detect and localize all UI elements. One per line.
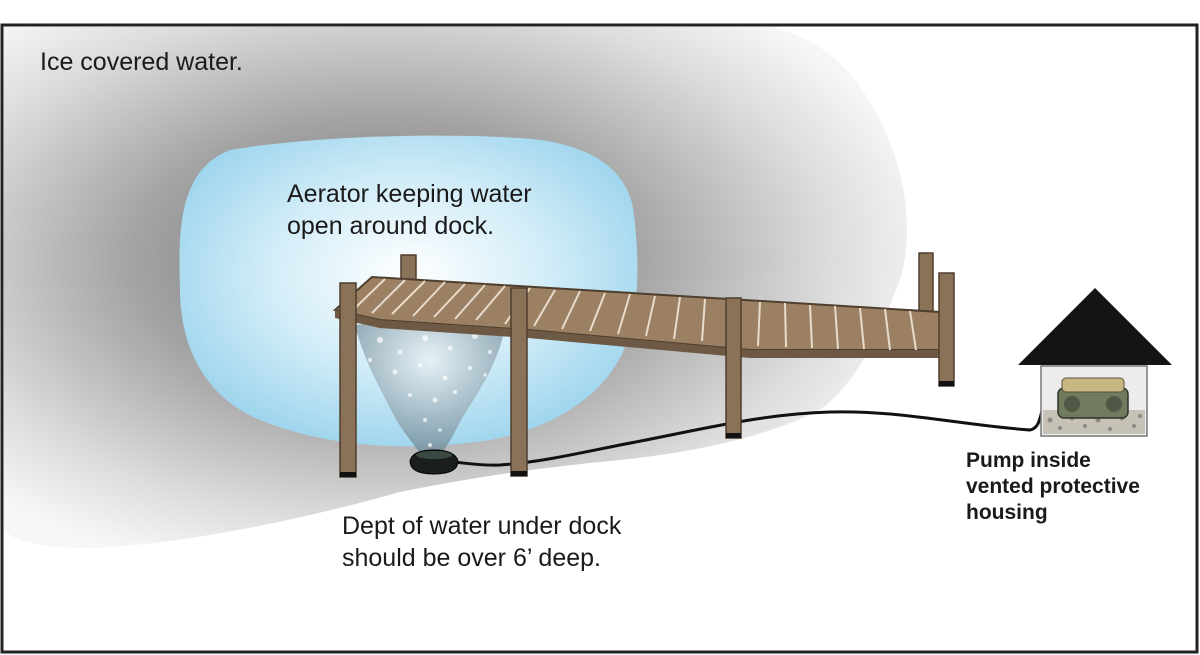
dock-post-back-right xyxy=(918,252,934,314)
housing-roof xyxy=(1018,288,1172,365)
aerator-label: Aerator keeping water open around dock. xyxy=(287,178,532,242)
dock-post-center xyxy=(725,297,742,439)
pump-label-line-3: housing xyxy=(966,501,1048,524)
aerator-spray xyxy=(355,319,505,456)
pump-label-line-2: vented protective xyxy=(966,475,1140,498)
air-line-hose xyxy=(449,389,1050,467)
pump-unit xyxy=(1057,377,1129,419)
aerator-label-line-1: Aerator keeping water xyxy=(287,180,532,208)
dock-post-front-mid xyxy=(510,287,528,477)
dock-fascia xyxy=(335,310,942,358)
aerator-label-line-2: open around dock. xyxy=(287,212,495,240)
ice-covered-label: Ice covered water. xyxy=(40,48,243,77)
pump-label: Pump inside vented protective housing xyxy=(966,448,1140,526)
depth-label: Dept of water under dock should be over … xyxy=(342,510,621,574)
aerator-top xyxy=(416,451,452,459)
depth-label-line-2: should be over 6’ deep. xyxy=(342,544,601,572)
pump-label-line-1: Pump inside xyxy=(966,449,1091,472)
ice-label-text: Ice covered water. xyxy=(40,48,243,76)
dock-planks xyxy=(351,278,917,351)
post-footings xyxy=(340,381,954,477)
dock-post-far-right xyxy=(938,272,955,387)
depth-label-line-1: Dept of water under dock xyxy=(342,512,622,540)
spray-bubbles xyxy=(368,333,492,447)
dock-post-front-left xyxy=(339,282,357,478)
